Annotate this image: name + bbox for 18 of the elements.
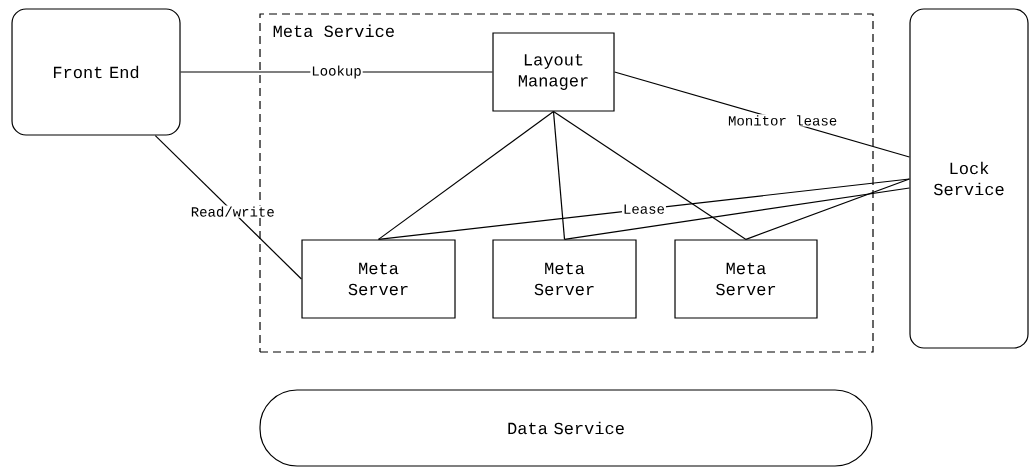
connector-line [377,178,910,240]
connector-line [377,111,555,240]
server-box: Meta Server [674,239,818,319]
connector-line [154,135,302,280]
server-box: Meta Server [301,239,456,319]
edge-label: Lookup [310,64,363,80]
edge-label: Read/write [189,205,276,218]
data-service-box: Data Service [259,389,873,467]
edge-label: Monitor lease [727,114,839,127]
connector-line [563,187,910,240]
edge-label: Lease [621,203,666,215]
front-end-box: Front End [11,8,181,136]
connector-line [552,111,747,240]
connector-line [745,178,910,240]
server-box: Meta Server [492,239,637,319]
lock-service-box: Lock Service [909,8,1029,349]
manager-box: Layout Manager [492,32,615,112]
connector-line [552,111,566,240]
